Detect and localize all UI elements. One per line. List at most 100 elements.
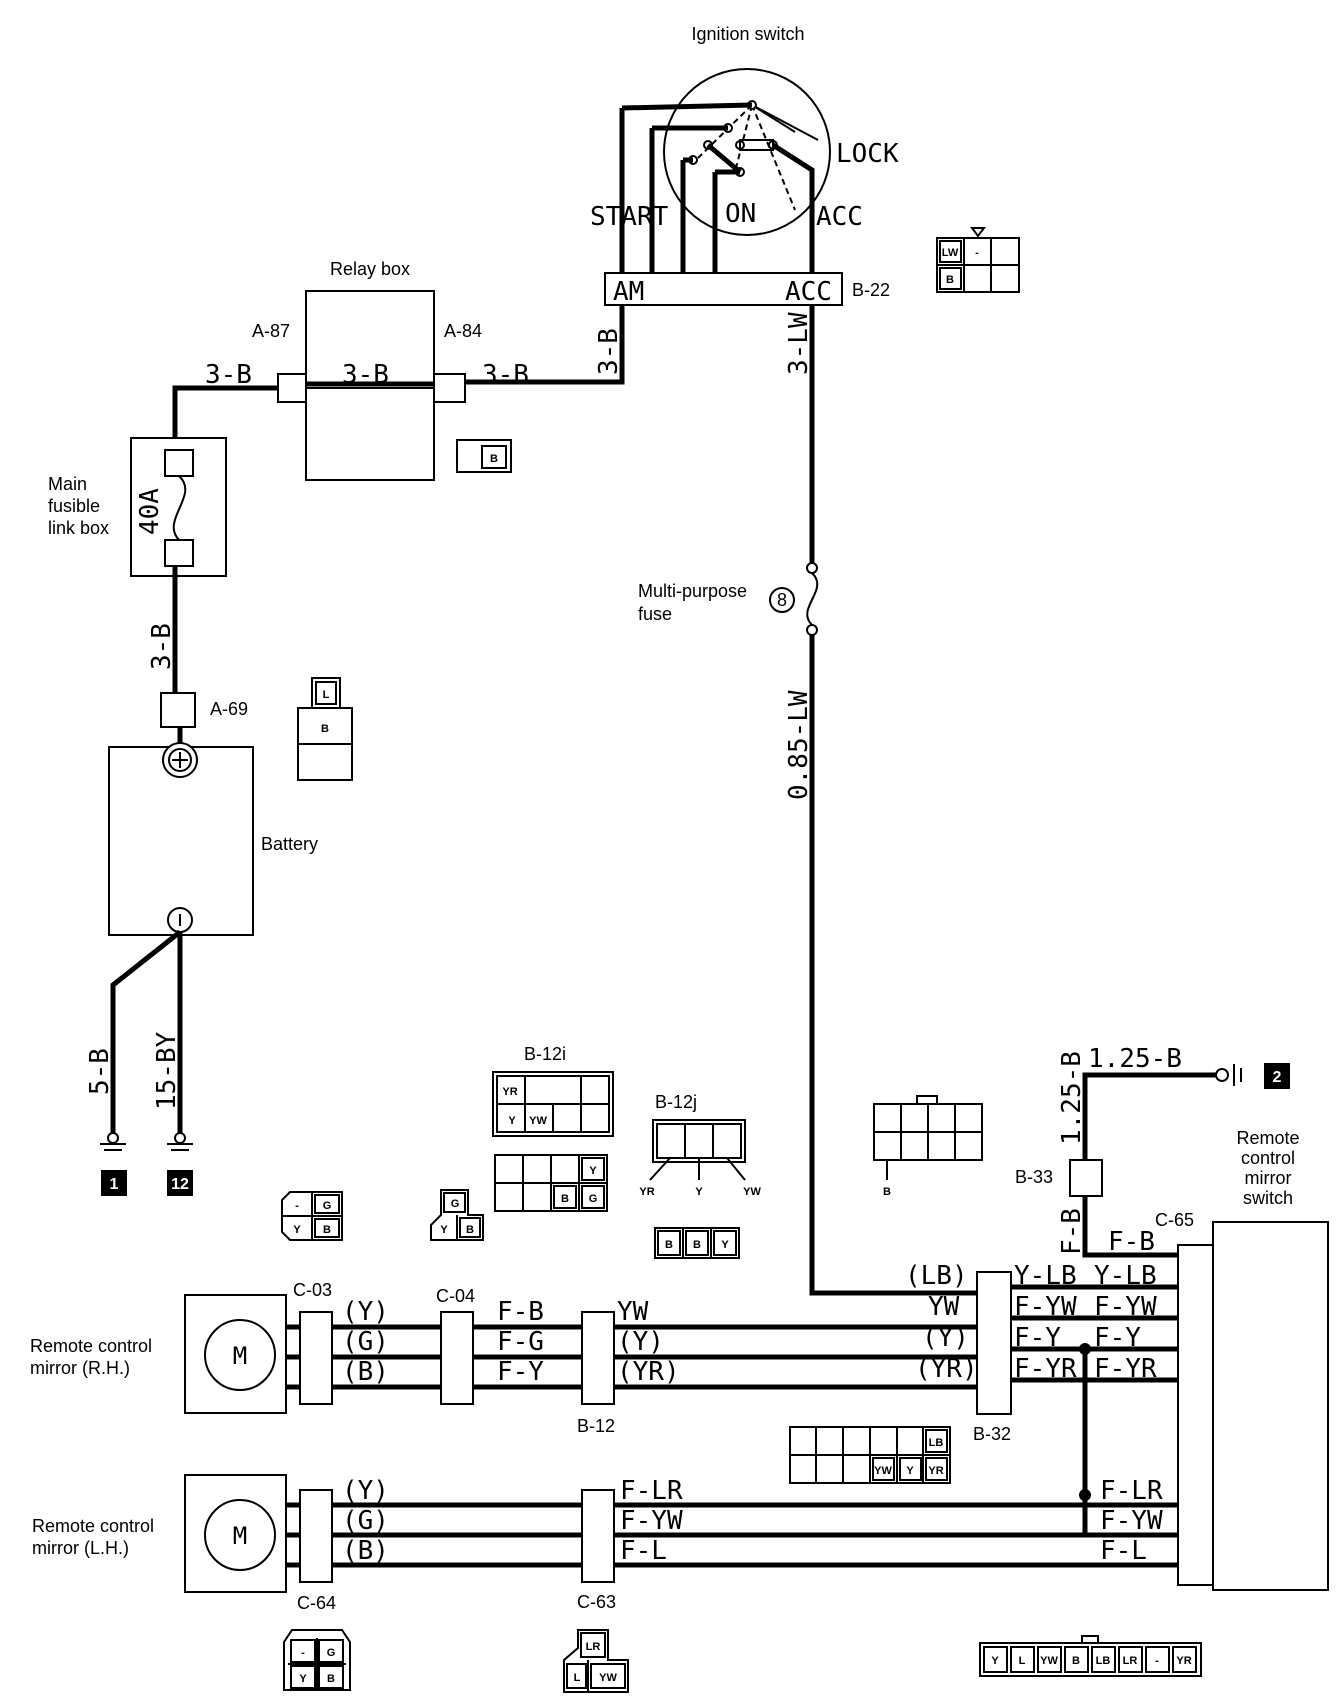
mirror-rh-label-2: mirror (R.H.) (30, 1358, 130, 1378)
mirror-switch-label-4: switch (1243, 1188, 1293, 1208)
c65-label: C-65 (1155, 1210, 1194, 1230)
b12i-pin-view-2: Y B G (494, 1154, 608, 1212)
c03-pin-b: B (323, 1224, 331, 1236)
connector-b33 (1069, 1159, 1103, 1197)
wire-rh-yw: YW (617, 1297, 649, 1327)
c64-label: C-64 (297, 1593, 336, 1613)
c65-pin-view: Y L YW B LB LR - YR (979, 1635, 1202, 1677)
mirror-switch-label-1: Remote (1236, 1128, 1299, 1148)
ign-acc-term: ACC (785, 277, 832, 307)
c64-pin-g: G (327, 1647, 336, 1659)
wire-rh-g: (G) (342, 1327, 389, 1357)
wire-lb-paren: (LB) (905, 1261, 968, 1291)
connector-c63 (581, 1489, 615, 1583)
main-fusible-label-2: fusible (48, 496, 100, 516)
b12i-pin-yw: YW (529, 1115, 547, 1127)
a84-label: A-84 (444, 321, 482, 341)
wire-fb-horizontal: F-B (1108, 1227, 1155, 1257)
c63-pin-l: L (574, 1672, 581, 1684)
connector-b12 (581, 1311, 615, 1405)
c04-pin-g: G (451, 1198, 460, 1210)
b33-label: B-33 (1015, 1167, 1053, 1187)
fuse-40a: 40A (135, 488, 165, 535)
c03-pin-view: - G Y B (281, 1191, 343, 1241)
wire-fyr-2: F-YR (1094, 1354, 1157, 1384)
c64-pin-y: Y (299, 1673, 307, 1685)
b32-label: B-32 (973, 1424, 1011, 1444)
wire-3b-relay: 3-B (342, 360, 389, 390)
fuse-number: 8 (777, 590, 787, 610)
b22-pin-b: B (946, 274, 954, 286)
main-fusible-label-1: Main (48, 474, 87, 494)
b22-pin-view: LW - B (936, 227, 1020, 293)
wire-rh-fg: F-G (497, 1327, 544, 1357)
relay-box: Relay box A-87 A-84 3-B 3-B (252, 259, 529, 481)
ground-12-label: 12 (171, 1176, 189, 1193)
a69-pin-view: L B (297, 677, 353, 781)
ign-start-label: START (590, 202, 669, 232)
mirror-switch-label-2: control (1241, 1148, 1295, 1168)
motor-rh-label: M (233, 1342, 247, 1370)
b12j-pin-yw: YW (743, 1186, 761, 1198)
mirror-switch-label-3: mirror (1245, 1168, 1292, 1188)
wire-sw-fyw: F-YW (1100, 1506, 1163, 1536)
ground-2: 2 (1215, 1063, 1290, 1089)
motor-lh-label: M (233, 1522, 247, 1550)
b12j2-pin-b2: B (693, 1239, 701, 1251)
wire-fyr-1: F-YR (1014, 1354, 1077, 1384)
a87-label: A-87 (252, 321, 290, 341)
b32-pin-yr: YR (928, 1465, 943, 1477)
ign-am-term: AM (613, 277, 644, 307)
battery: A-69 Battery (108, 692, 318, 936)
b12i2-pin-y: Y (589, 1165, 597, 1177)
ignition-switch: Ignition switch START ON LOCK ACC (590, 24, 899, 273)
wire-fy-1: F-Y (1014, 1323, 1061, 1353)
wire-lh-y: (Y) (342, 1476, 389, 1506)
c04-label: C-04 (436, 1286, 475, 1306)
mirror-rh-label-1: Remote control (30, 1336, 152, 1356)
wire-rh-fb: F-B (497, 1297, 544, 1327)
c04-pin-view: G Y B (430, 1189, 484, 1241)
battery-label: Battery (261, 834, 318, 854)
wire-sw-fl: F-L (1100, 1536, 1147, 1566)
a69-pin-b: B (321, 723, 329, 735)
wire-rh-b: (B) (342, 1357, 389, 1387)
relay-pin-view: B (456, 439, 512, 473)
wire-3lw: 3-LW (784, 312, 814, 375)
connector-c03 (299, 1311, 333, 1405)
b12i-pin-y: Y (508, 1115, 516, 1127)
b12i2-pin-b: B (561, 1193, 569, 1205)
c65-pin-lb: LB (1096, 1655, 1111, 1667)
wire-085lw: 0.85-LW (784, 690, 814, 800)
a69-pin-l: L (323, 689, 330, 701)
c64-pin-view: - G Y B (283, 1629, 351, 1691)
wire-lh-g: (G) (342, 1506, 389, 1536)
b32-pin-view: LB YW Y YR (789, 1426, 951, 1484)
c65-pin-l: L (1019, 1655, 1026, 1667)
wire-rh-y: (Y) (342, 1297, 389, 1327)
ground-1-label: 1 (110, 1176, 119, 1193)
c65-pin-dash: - (1155, 1655, 1159, 1667)
multi-fuse-label-1: Multi-purpose (638, 581, 747, 601)
wire-125b-horizontal: 1.25-B (1088, 1044, 1182, 1074)
wire-lh-fyw: F-YW (620, 1506, 683, 1536)
c63-label: C-63 (577, 1592, 616, 1612)
ground-1: 1 (100, 1132, 127, 1196)
b12i-pin-view: B-12i YR Y YW (492, 1044, 614, 1137)
b22-label: B-22 (852, 280, 890, 300)
wire-3b-top: 3-B (205, 360, 252, 390)
wire-rh-yr-paren: (YR) (617, 1357, 680, 1387)
c65-pin-y: Y (991, 1655, 999, 1667)
c03-pin-y: Y (293, 1224, 301, 1236)
b33-pin-view: B (873, 1095, 983, 1198)
c63-pin-view: LR L YW (563, 1629, 629, 1693)
wire-fb-vertical: F-B (1057, 1208, 1087, 1255)
mirror-lh-label-1: Remote control (32, 1516, 154, 1536)
b12j-pin-yr: YR (639, 1186, 654, 1198)
connector-c64 (299, 1489, 333, 1583)
wire-fy-2: F-Y (1094, 1323, 1141, 1353)
b12j2-pin-b1: B (665, 1239, 673, 1251)
relay-box-title: Relay box (330, 259, 410, 279)
mirror-lh-label-2: mirror (L.H.) (32, 1538, 129, 1558)
